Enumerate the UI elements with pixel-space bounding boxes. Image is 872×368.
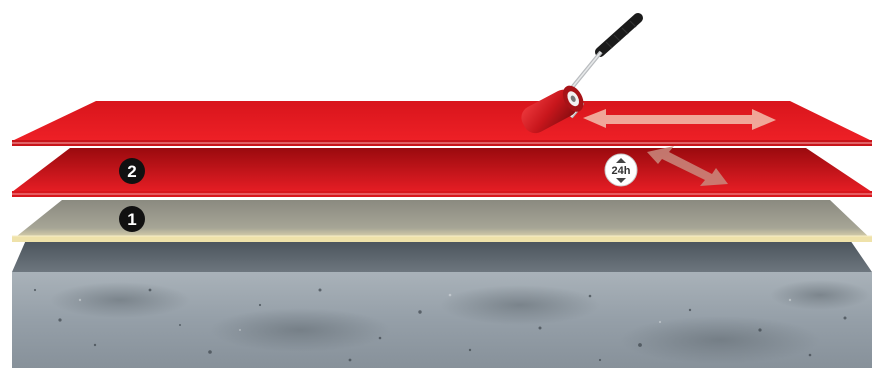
concrete-substrate — [12, 240, 872, 368]
wait-time-badge: 24h — [605, 154, 637, 186]
step-number: 2 — [127, 162, 136, 181]
wait-time-label: 24h — [612, 165, 631, 177]
step-number: 1 — [127, 210, 136, 229]
concrete-top-face — [12, 240, 872, 272]
step-badge-2: 2 — [119, 158, 145, 184]
step-badge-1: 1 — [119, 206, 145, 232]
